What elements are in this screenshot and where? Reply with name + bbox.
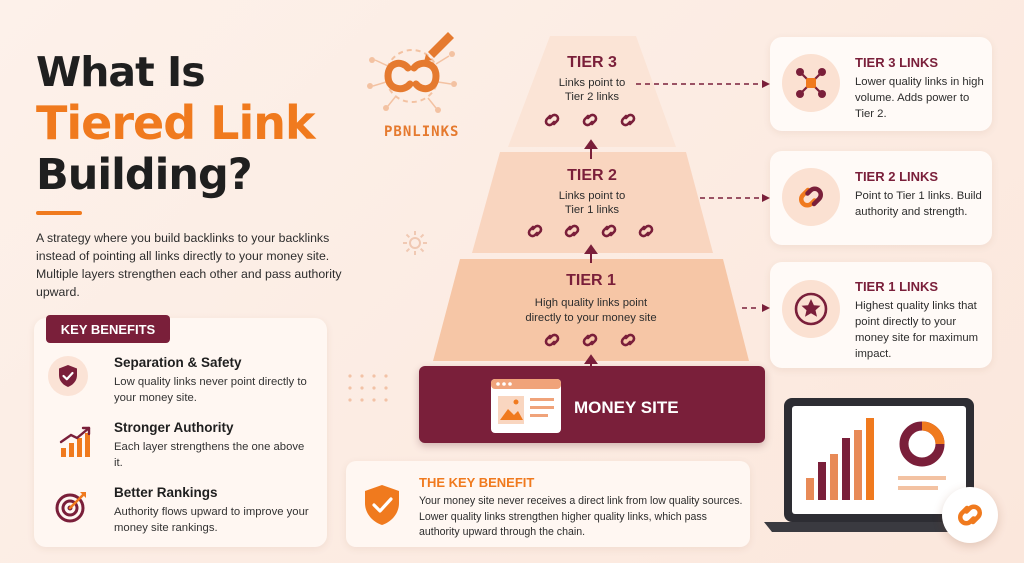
benefit-desc: Authority flows upward to improve your m… — [114, 506, 309, 534]
chain-link-icon — [620, 333, 636, 347]
tier-1-card-title: TIER 1 LINKS — [855, 279, 939, 294]
star-badge-icon — [782, 280, 840, 338]
key-benefit-box — [346, 461, 750, 547]
tier-2-card-desc: Point to Tier 1 links. Build authority a… — [855, 190, 982, 218]
chain-link-icon — [544, 113, 560, 127]
dot-pattern — [348, 374, 388, 402]
chain-link-icon — [958, 504, 982, 526]
chain-link-icon — [620, 113, 636, 127]
network-nodes-icon — [782, 54, 840, 112]
growth-chart-icon — [56, 422, 96, 462]
tier-2-desc-line-2: Tier 1 links — [564, 204, 620, 216]
intro-text: A strategy where you build backlinks to … — [36, 231, 342, 299]
laptop-illustration — [764, 398, 994, 532]
browser-window-icon — [491, 379, 561, 433]
tier-1-block — [433, 259, 749, 361]
page-title-line-1: What Is — [36, 48, 206, 96]
chain-link-icon — [527, 224, 542, 238]
tier-2-links — [520, 221, 660, 241]
laptop-donut-chart — [898, 421, 946, 490]
laptop-bar-chart — [806, 418, 874, 500]
chain-link-icon — [782, 168, 840, 226]
tier-3-label: TIER 3 — [567, 54, 617, 71]
benefit-desc: Each layer strengthens the one above it. — [114, 441, 305, 469]
target-icon — [52, 486, 92, 526]
tier-1-links — [530, 330, 650, 350]
tier-1-desc-line-2: directly to your money site — [525, 312, 657, 324]
tier-1-card-desc: Highest quality links that point directl… — [855, 300, 979, 360]
key-benefit-desc: Your money site never receives a direct … — [419, 495, 743, 538]
chain-link-icon — [564, 224, 579, 238]
chain-link-icon — [544, 333, 560, 347]
tier-3-desc-line-2: Tier 2 links — [564, 91, 620, 103]
gear-icon — [403, 231, 427, 255]
chain-link-rocket-logo — [367, 32, 457, 113]
brand-name: PBNLINKS — [384, 124, 460, 140]
tier-2-card-title: TIER 2 LINKS — [855, 169, 939, 184]
benefit-title: Separation & Safety — [114, 355, 242, 370]
benefit-title: Stronger Authority — [114, 420, 234, 435]
tier-2-desc-line-1: Links point to — [558, 190, 626, 202]
chain-link-icon — [601, 224, 616, 238]
shield-check-icon — [365, 485, 399, 525]
shield-check-icon — [48, 356, 88, 396]
chain-link-icon — [582, 113, 598, 127]
tier-3-links — [540, 110, 640, 130]
connector-arrowheads — [762, 80, 770, 312]
tier-1-desc-line-1: High quality links point — [534, 297, 648, 309]
tier-2-label: TIER 2 — [567, 167, 617, 184]
money-site-label: MONEY SITE — [574, 398, 679, 417]
tier-1-label: TIER 1 — [566, 272, 616, 289]
benefit-title: Better Rankings — [114, 485, 218, 500]
title-underline — [36, 211, 82, 215]
chain-link-icon — [582, 333, 598, 347]
benefit-desc: Low quality links never point directly t… — [114, 376, 307, 404]
tier-3-desc-line-1: Links point to — [558, 77, 626, 89]
dashed-connectors — [636, 83, 760, 309]
tier-3-card-title: TIER 3 LINKS — [855, 55, 939, 70]
chain-link-badge — [942, 487, 998, 543]
chain-link-icon — [638, 224, 653, 238]
tier-3-card-desc: Lower quality links in high volume. Adds… — [855, 76, 984, 120]
key-benefits-label: KEY BENEFITS — [46, 315, 170, 343]
key-benefit-title: THE KEY BENEFIT — [419, 475, 535, 490]
money-site-block — [419, 366, 765, 443]
page-title-line-2: Tiered Link — [36, 96, 316, 150]
page-title-line-3: Building? — [36, 150, 253, 200]
